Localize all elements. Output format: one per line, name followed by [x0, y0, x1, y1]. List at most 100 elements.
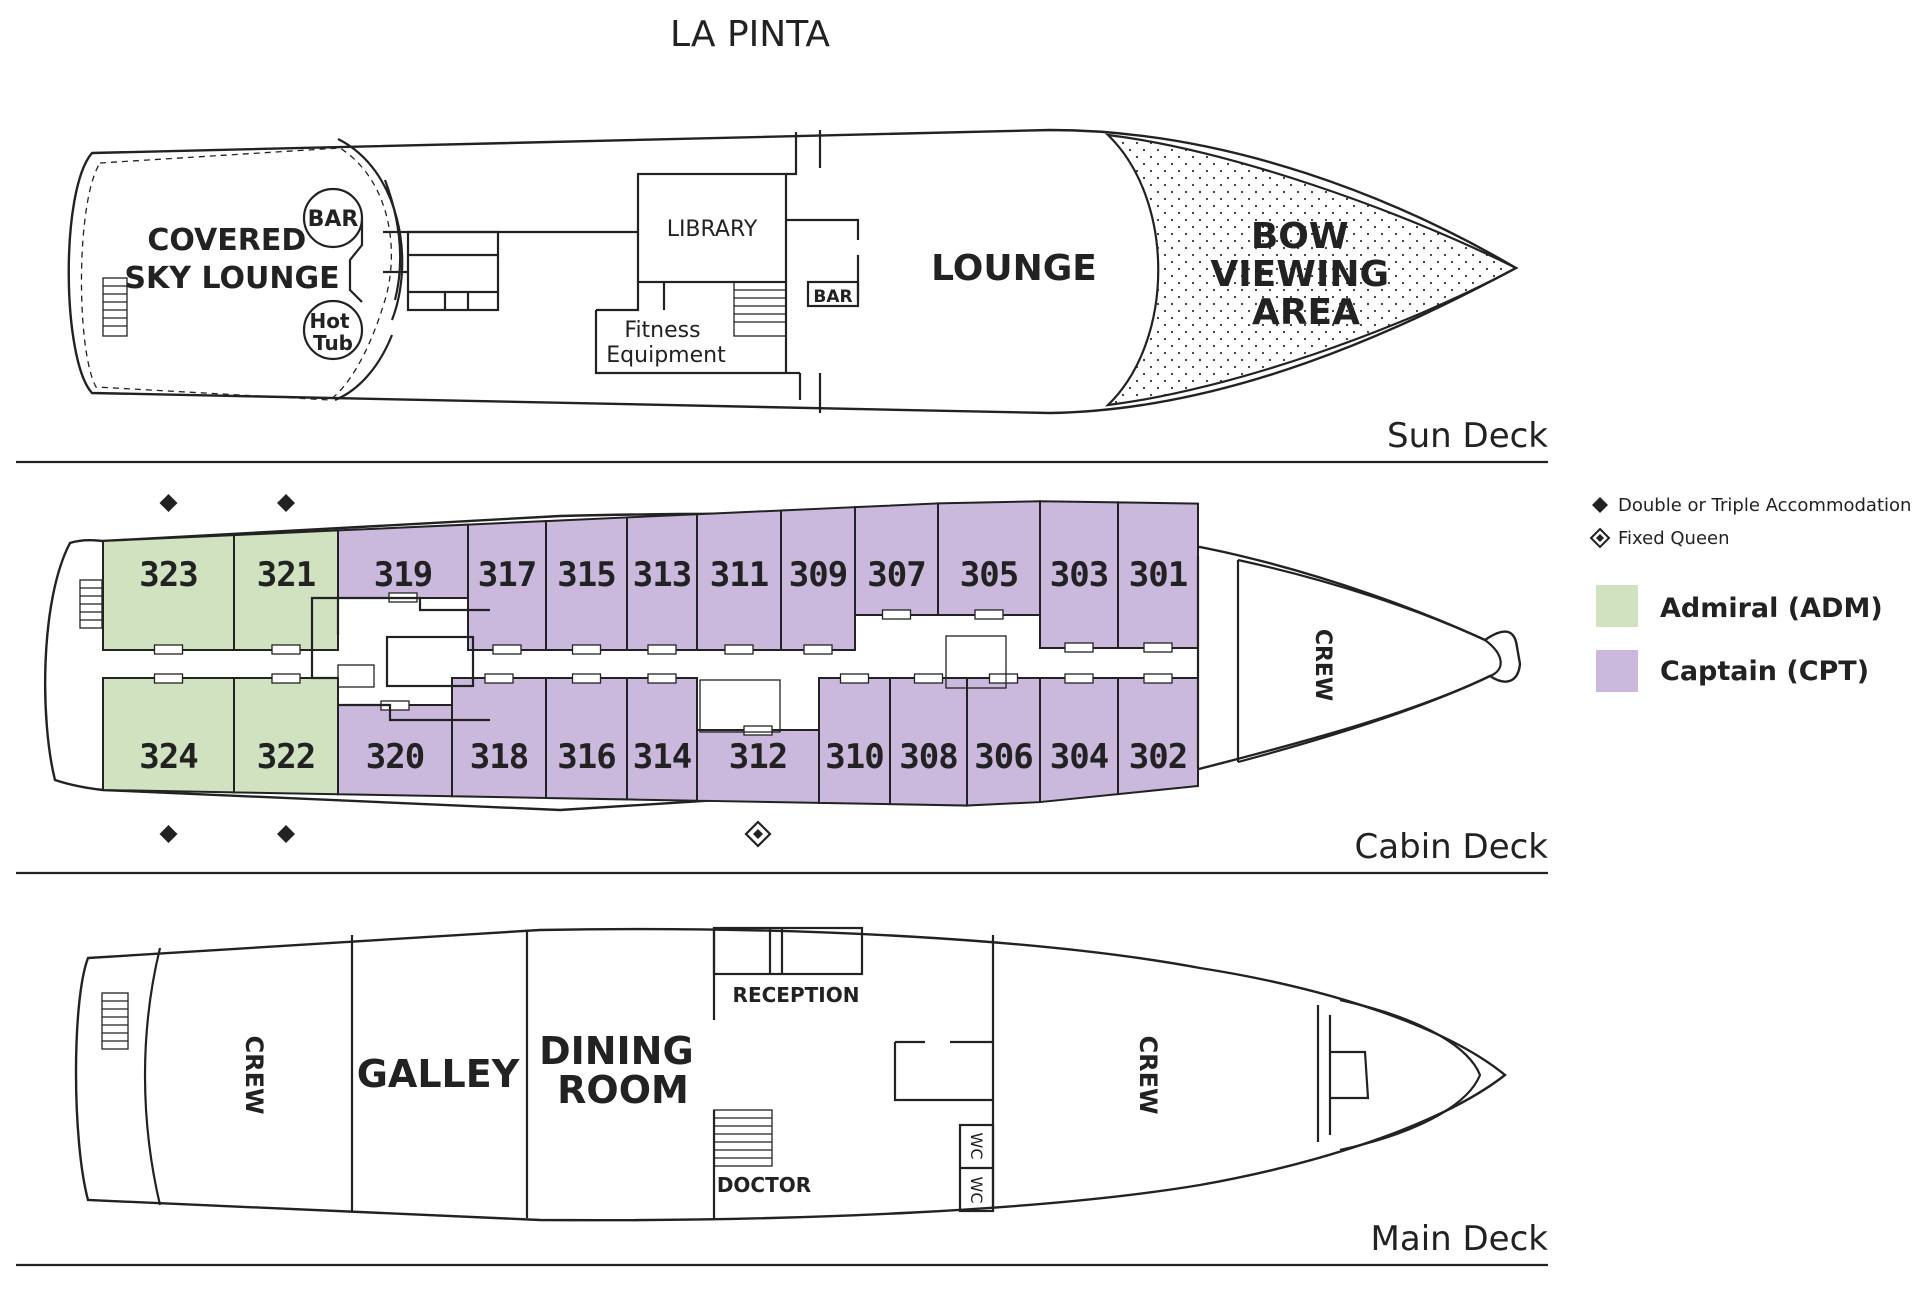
dining-room-label: DINING ROOM — [539, 1029, 707, 1112]
legend: Double or Triple Accommodation Fixed Que… — [1589, 495, 1911, 692]
cabin-number-310: 310 — [825, 737, 883, 777]
legend-captain-swatch — [1596, 650, 1638, 692]
covered-sky-lounge-label: COVERED SKY LOUNGE — [124, 223, 339, 296]
cabin-number-319: 319 — [374, 555, 432, 595]
cabin-door-324 — [153, 673, 184, 684]
main-stairs — [713, 1109, 773, 1167]
wc-label-2: WC — [967, 1177, 986, 1204]
cabin-deck-name: Cabin Deck — [1355, 827, 1549, 867]
lift-box — [893, 1042, 993, 1102]
cabin-door-318 — [484, 673, 514, 684]
main-crew-aft-label: CREW — [240, 1036, 268, 1115]
sky-bar-label: BAR — [308, 207, 359, 232]
sun-deck-name: Sun Deck — [1387, 416, 1548, 456]
fitness-label: Fitness Equipment — [606, 318, 726, 368]
cabin-door-315 — [571, 644, 602, 655]
cabin-door-317 — [492, 644, 522, 655]
cabin-number-320: 320 — [366, 737, 424, 777]
cabin-number-303: 303 — [1050, 555, 1108, 595]
bow-viewing-area — [1104, 133, 1519, 407]
hot-tub-circle — [302, 299, 364, 361]
cabin-door-309 — [803, 644, 833, 655]
sun-deck: COVERED SKY LOUNGE BAR Hot Tub LIBRARY F… — [16, 128, 1548, 464]
cabin-door-304 — [1064, 673, 1094, 684]
doctor-label: DOCTOR — [717, 1173, 811, 1197]
lounge-wall-a — [786, 132, 798, 176]
main-deck-hull — [74, 927, 1507, 1222]
cabin-number-324: 324 — [139, 737, 197, 777]
cabin-number-312: 312 — [729, 737, 787, 777]
cabin-door-321 — [271, 644, 301, 655]
fitness-room-2 — [596, 282, 640, 312]
corridor-wall-top — [338, 596, 490, 612]
cabin-number-305: 305 — [960, 555, 1018, 595]
reception-block — [712, 926, 864, 976]
lounge-label: LOUNGE — [931, 248, 1097, 289]
main-aft-ladder — [101, 992, 129, 1050]
sky-lounge-arc-3 — [383, 179, 402, 301]
cabin-number-308: 308 — [899, 737, 957, 777]
cabin-number-311: 311 — [710, 555, 768, 595]
cabin-number-302: 302 — [1129, 737, 1187, 777]
accommodation-markers — [159, 494, 772, 848]
galley-label: GALLEY — [357, 1052, 520, 1096]
cabin-door-306 — [988, 673, 1019, 684]
bar-tub-link — [348, 218, 364, 303]
cabin-number-306: 306 — [974, 737, 1032, 777]
legend-admiral-swatch — [1596, 585, 1638, 627]
legend-admiral-label: Admiral (ADM) — [1660, 593, 1883, 624]
cabin-stairs-mid — [699, 679, 781, 733]
corridor-wall-bottom — [338, 703, 490, 722]
cabin-door-303 — [1064, 642, 1094, 653]
cabin-number-318: 318 — [470, 737, 528, 777]
cabin-door-314 — [647, 673, 677, 684]
reception-label: RECEPTION — [733, 983, 860, 1007]
main-deck-name: Main Deck — [1371, 1219, 1549, 1259]
cabin-number-315: 315 — [557, 555, 615, 595]
library-label: LIBRARY — [667, 217, 758, 242]
double-triple-marker-322 — [277, 825, 295, 843]
cabin-door-308 — [913, 673, 944, 684]
sun-stairs — [733, 281, 788, 373]
cabin-door-302 — [1143, 673, 1173, 684]
ship-title: LA PINTA — [670, 14, 830, 55]
corridor-block — [406, 230, 500, 312]
library-room — [636, 172, 788, 284]
double-triple-marker-321 — [277, 494, 295, 512]
legend-captain-label: Captain (CPT) — [1660, 656, 1869, 687]
bow-inner-curve — [1339, 998, 1482, 1152]
corridor-aft-block — [310, 596, 340, 680]
cabin-stairs-fwd — [945, 635, 1007, 689]
cabin-number-323: 323 — [139, 555, 197, 595]
cabin-door-301 — [1143, 642, 1173, 653]
hot-tub-label: Hot Tub — [309, 309, 356, 355]
cabin-door-307 — [881, 609, 912, 620]
cabin-door-313 — [647, 644, 677, 655]
crew-fwd-outline — [1237, 558, 1502, 764]
cabin-309[interactable] — [780, 506, 856, 651]
legend-double-triple-label: Double or Triple Accommodation — [1618, 495, 1911, 516]
cabin-door-323 — [153, 644, 184, 655]
cabin-door-310 — [839, 673, 870, 684]
lounge-wall-b — [786, 218, 860, 240]
main-crew-fwd-label: CREW — [1134, 1036, 1162, 1115]
double-triple-marker-323 — [159, 494, 178, 512]
aft-ladder — [102, 277, 128, 337]
cabin-number-321: 321 — [257, 555, 315, 595]
double-triple-marker-324 — [159, 825, 178, 843]
cabin-number-301: 301 — [1129, 555, 1187, 595]
cabin-aft-ladder — [79, 579, 103, 629]
fwd-bar-label: BAR — [813, 287, 852, 307]
cabin-number-317: 317 — [478, 555, 536, 595]
cabin-number-316: 316 — [557, 737, 615, 777]
wc-label-1: WC — [967, 1133, 986, 1160]
cabin-number-322: 322 — [257, 737, 315, 777]
cabin-number-309: 309 — [789, 555, 847, 595]
cabin-number-313: 313 — [633, 555, 691, 595]
fitness-room — [594, 310, 786, 375]
main-aft-curve — [143, 947, 162, 1206]
corridor-center-block — [385, 635, 475, 688]
